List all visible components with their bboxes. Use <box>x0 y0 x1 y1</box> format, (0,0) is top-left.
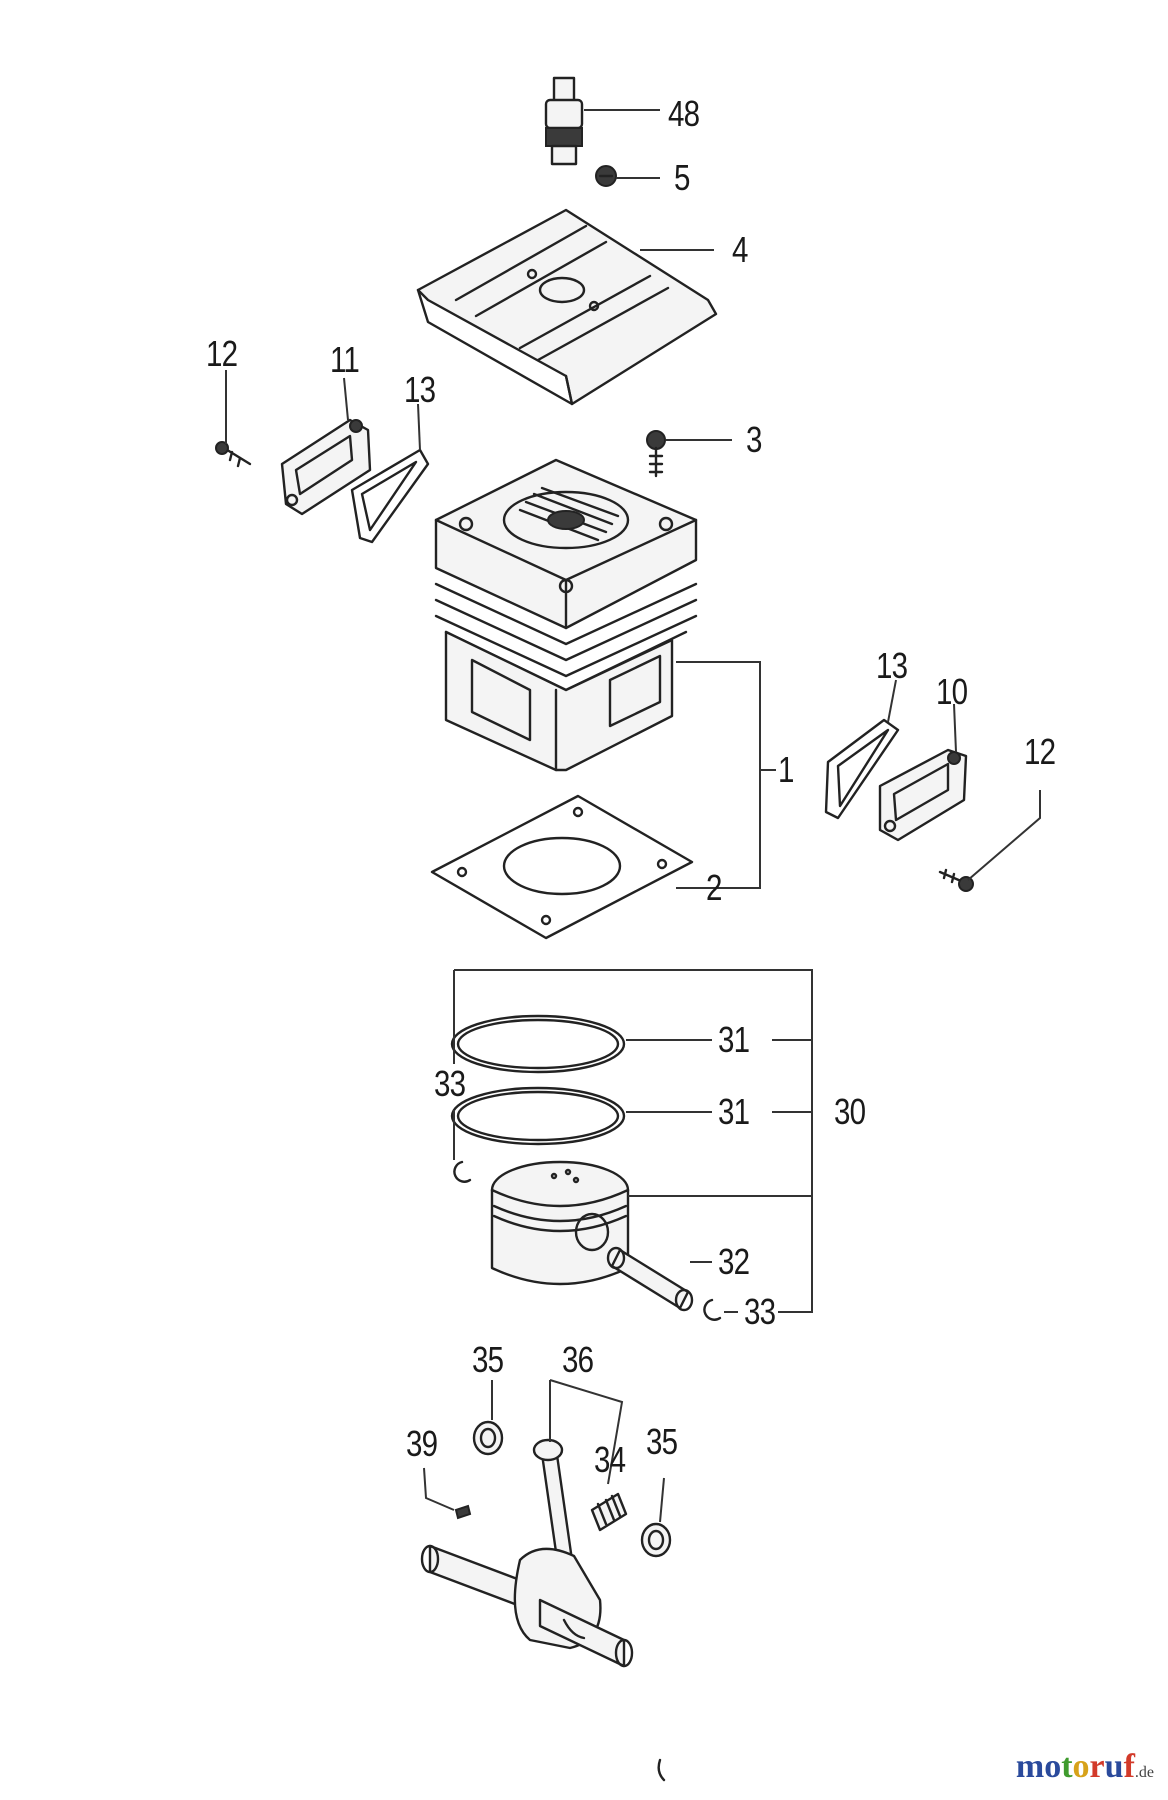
callout-35-left: 35 <box>472 1339 504 1380</box>
bearing-35-right <box>640 1522 672 1558</box>
cylinder <box>434 458 698 772</box>
logo-letter: u <box>1104 1748 1124 1785</box>
shaft-end-mark <box>657 1758 666 1782</box>
screw-12-left <box>215 441 252 468</box>
cylinder-cover <box>416 208 718 406</box>
callout-36: 36 <box>562 1339 594 1380</box>
piston <box>490 1160 630 1286</box>
logo-letter: o <box>1072 1748 1090 1785</box>
callout-31-bottom: 31 <box>718 1091 750 1132</box>
motoruf-logo: motoruf.de <box>1016 1748 1154 1786</box>
leader-lines <box>225 109 1041 1523</box>
callout-3: 3 <box>746 419 762 460</box>
logo-letter: r <box>1089 1748 1105 1785</box>
callout-34: 34 <box>594 1439 626 1480</box>
callout-33-right: 33 <box>744 1291 776 1332</box>
logo-letter: o <box>1044 1748 1062 1785</box>
callout-12-left: 12 <box>206 333 238 374</box>
callout-5: 5 <box>674 157 690 198</box>
piston-ring-lower <box>450 1086 626 1146</box>
flange-11 <box>280 418 372 516</box>
logo-letter: t <box>1061 1748 1073 1785</box>
piston-ring-upper <box>450 1014 626 1074</box>
callout-13-right: 13 <box>876 645 908 686</box>
callout-30: 30 <box>834 1091 866 1132</box>
piston-pin <box>606 1246 694 1312</box>
callout-12-right: 12 <box>1024 731 1056 772</box>
callout-10: 10 <box>936 671 968 712</box>
gasket-13-right <box>824 718 900 820</box>
callout-2: 2 <box>706 867 722 908</box>
logo-domain: .de <box>1134 1764 1154 1781</box>
callout-11: 11 <box>330 339 360 380</box>
callout-35-right: 35 <box>646 1421 678 1462</box>
needle-bearing <box>590 1492 628 1532</box>
logo-letter: f <box>1123 1748 1135 1785</box>
gasket-13-left <box>350 448 430 544</box>
callout-1: 1 <box>778 749 794 790</box>
cylinder-gasket <box>430 794 694 940</box>
screw-12-right <box>938 868 974 892</box>
screw-3 <box>646 430 666 478</box>
callout-48: 48 <box>668 93 700 134</box>
circlip-right <box>703 1298 722 1321</box>
callout-39: 39 <box>406 1423 438 1464</box>
callout-4: 4 <box>732 229 748 270</box>
callout-13-left: 13 <box>404 369 436 410</box>
woodruff-key <box>454 1504 472 1520</box>
spark-plug <box>544 76 584 166</box>
logo-letter: m <box>1015 1748 1045 1785</box>
bearing-35-left <box>472 1420 504 1456</box>
circlip-left <box>453 1160 472 1183</box>
callout-32: 32 <box>718 1241 750 1282</box>
crankshaft <box>420 1438 634 1668</box>
callout-33-left: 33 <box>434 1063 466 1104</box>
screw-5 <box>595 165 617 187</box>
flange-10 <box>878 748 968 842</box>
callout-31-top: 31 <box>718 1019 750 1060</box>
